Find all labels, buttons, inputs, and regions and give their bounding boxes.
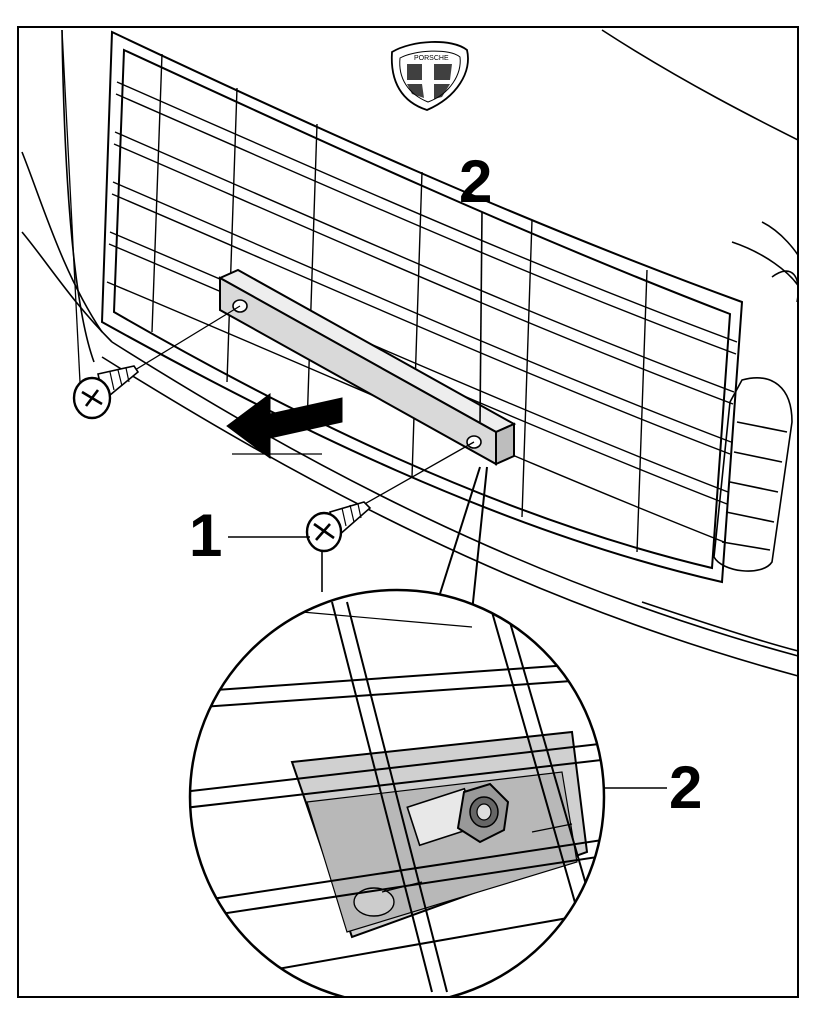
body-outline [21,29,797,677]
screw-icon [72,365,140,420]
porsche-crest-icon: PORSCHE [390,41,469,111]
mount-bar [217,268,517,466]
side-vent [713,377,793,572]
detail-view [188,588,606,996]
grille-illustration: PORSCHE [21,29,797,996]
grille-frame [100,30,744,584]
callout-1-screw: 1 [189,502,223,569]
callout-2-top: 2 [459,148,493,215]
hex-nut-icon [406,782,510,847]
arrow-left-icon [226,393,343,459]
figure-frame: PORSCHE [17,26,799,998]
screw-icon [305,501,372,553]
grille-dividers [151,53,648,553]
crest-lettering: PORSCHE [414,55,449,62]
callout-2-detail: 2 [669,754,703,821]
detail-grille-bars [190,601,604,993]
grille-slats [106,81,738,543]
detail-pointer [437,466,488,613]
